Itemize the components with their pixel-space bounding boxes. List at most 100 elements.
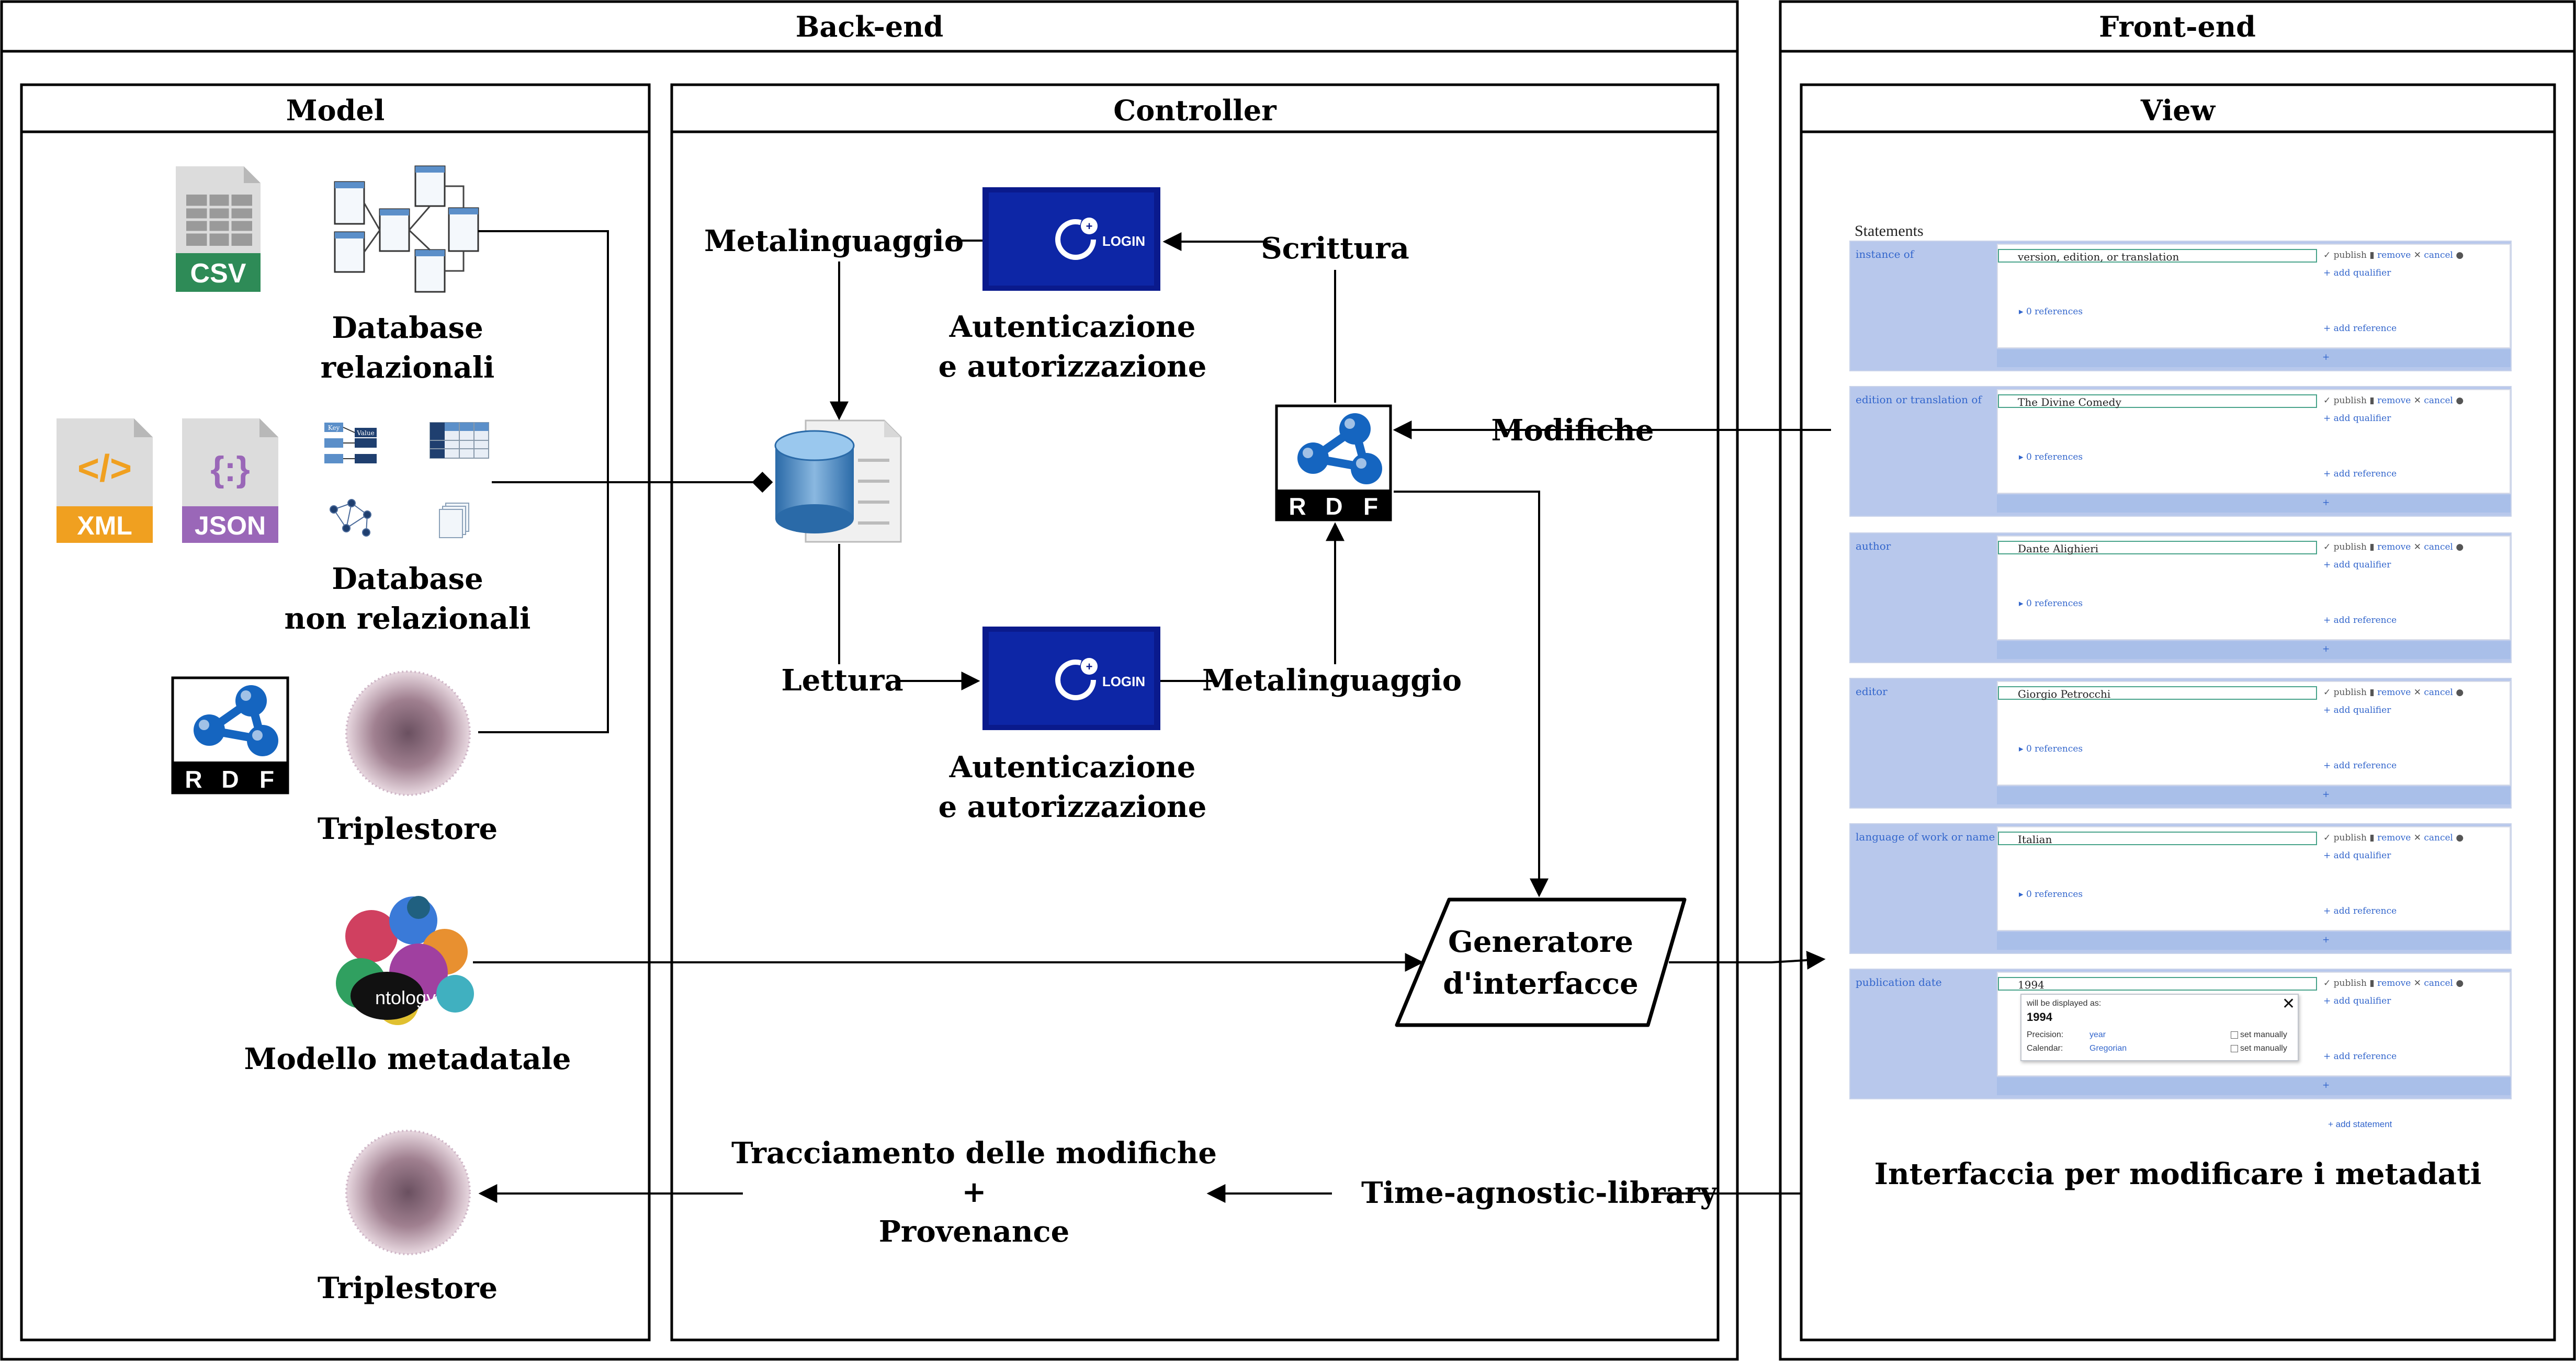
- add-value-bar[interactable]: + add value: [1997, 787, 2511, 804]
- svg-text:D: D: [1325, 493, 1342, 520]
- popup-precision-value[interactable]: year: [2089, 1030, 2106, 1039]
- statement-value-input[interactable]: version, edition, or translation: [1998, 249, 2317, 263]
- trash-icon: ▮: [2369, 395, 2375, 406]
- publish-button[interactable]: publish: [2333, 250, 2367, 260]
- add-reference-link[interactable]: + add reference: [2323, 323, 2397, 334]
- svg-text:+: +: [1086, 220, 1093, 233]
- close-icon[interactable]: ✕: [2282, 995, 2296, 1013]
- frontend-title: Front-end: [2099, 10, 2256, 43]
- references-toggle[interactable]: ▸ 0 references: [2019, 598, 2083, 609]
- relational-db-label-1: Database: [332, 311, 483, 345]
- statement-property[interactable]: author: [1856, 540, 1891, 552]
- help-icon[interactable]: ●: [2456, 250, 2464, 260]
- triplestore-label-2: Triplestore: [318, 1271, 498, 1305]
- add-value-bar[interactable]: + add value: [1997, 495, 2511, 513]
- login-text-top: LOGIN: [1102, 233, 1145, 249]
- rdf-letter-f: F: [259, 766, 274, 793]
- add-reference-link[interactable]: + add reference: [2323, 1051, 2397, 1062]
- help-icon[interactable]: ●: [2456, 687, 2464, 698]
- references-toggle[interactable]: ▸ 0 references: [2019, 744, 2083, 754]
- check-icon: ✓: [2323, 687, 2331, 698]
- nonrelational-db-label-1: Database: [332, 562, 483, 596]
- add-qualifier-link[interactable]: + add qualifier: [2323, 413, 2391, 424]
- add-reference-link[interactable]: + add reference: [2323, 615, 2397, 626]
- csv-file-icon: CSV: [176, 166, 261, 292]
- add-reference-link[interactable]: + add reference: [2323, 760, 2397, 771]
- publish-button[interactable]: publish: [2333, 978, 2367, 988]
- statements-title: Statements: [1855, 222, 1924, 240]
- cancel-button[interactable]: cancel: [2424, 250, 2453, 260]
- cancel-button[interactable]: cancel: [2424, 542, 2453, 552]
- statement-property[interactable]: instance of: [1856, 248, 1914, 260]
- add-qualifier-link[interactable]: + add qualifier: [2323, 850, 2391, 861]
- references-toggle[interactable]: ▸ 0 references: [2019, 889, 2083, 900]
- cancel-button[interactable]: cancel: [2424, 978, 2453, 988]
- statement-property[interactable]: edition or translation of: [1856, 393, 1982, 406]
- trash-icon: ▮: [2369, 542, 2375, 552]
- popup-set-manually-2[interactable]: set manually: [2231, 1044, 2287, 1053]
- add-statement-link[interactable]: + add statement: [2328, 1119, 2392, 1129]
- add-value-bar[interactable]: + add value: [1997, 641, 2511, 659]
- svg-text:F: F: [1363, 493, 1378, 520]
- trash-icon: ▮: [2369, 978, 2375, 988]
- add-qualifier-link[interactable]: + add qualifier: [2323, 268, 2391, 278]
- add-reference-link[interactable]: + add reference: [2323, 469, 2397, 479]
- publish-button[interactable]: publish: [2333, 687, 2367, 698]
- popup-calendar-value[interactable]: Gregorian: [2089, 1044, 2127, 1053]
- model-panel: Model: [20, 83, 651, 1342]
- rdf-logo-controller-icon: R D F: [1275, 404, 1392, 521]
- help-icon[interactable]: ●: [2456, 833, 2464, 843]
- remove-button[interactable]: remove: [2377, 978, 2411, 988]
- key-value-store-icon: Key Value: [324, 423, 377, 463]
- remove-button[interactable]: remove: [2377, 833, 2411, 843]
- json-label: JSON: [195, 511, 266, 540]
- add-qualifier-link[interactable]: + add qualifier: [2323, 560, 2391, 570]
- check-icon: ✓: [2323, 833, 2331, 843]
- statement-value-input[interactable]: 1994: [1998, 977, 2317, 991]
- publish-button[interactable]: publish: [2333, 542, 2367, 552]
- cancel-button[interactable]: cancel: [2424, 833, 2453, 843]
- statement-property[interactable]: editor: [1856, 685, 1888, 698]
- statement-value-input[interactable]: Dante Alighieri: [1998, 541, 2317, 555]
- statement-value-input[interactable]: The Divine Comedy: [1998, 394, 2317, 408]
- publish-button[interactable]: publish: [2333, 833, 2367, 843]
- add-qualifier-link[interactable]: + add qualifier: [2323, 705, 2391, 715]
- references-toggle[interactable]: ▸ 0 references: [2019, 306, 2083, 317]
- trash-icon: ▮: [2369, 833, 2375, 843]
- auth-top-label-2: e autorizzazione: [939, 349, 1207, 384]
- add-qualifier-link[interactable]: + add qualifier: [2323, 996, 2391, 1006]
- remove-button[interactable]: remove: [2377, 395, 2411, 406]
- key-label: Key: [328, 424, 340, 431]
- help-icon[interactable]: ●: [2456, 542, 2464, 552]
- references-toggle[interactable]: ▸ 0 references: [2019, 452, 2083, 462]
- remove-button[interactable]: remove: [2377, 542, 2411, 552]
- add-value-bar[interactable]: + add value: [1997, 932, 2511, 950]
- add-value-bar[interactable]: + add value: [1997, 349, 2511, 367]
- cancel-button[interactable]: cancel: [2424, 687, 2453, 698]
- tracking-label-1: Tracciamento delle modifiche: [731, 1136, 1217, 1170]
- view-title: View: [2140, 94, 2216, 127]
- statement-property[interactable]: publication date: [1856, 976, 1942, 988]
- close-icon: ✕: [2413, 395, 2421, 406]
- tracking-label-2: +: [962, 1175, 987, 1209]
- remove-button[interactable]: remove: [2377, 687, 2411, 698]
- popup-set-manually-1[interactable]: set manually: [2231, 1030, 2287, 1040]
- remove-button[interactable]: remove: [2377, 250, 2411, 260]
- publish-button[interactable]: publish: [2333, 395, 2367, 406]
- add-value-bar[interactable]: + add value: [1997, 1077, 2511, 1095]
- triplestore-graph-icon: [345, 670, 471, 796]
- statement-value-box: Dante Alighieri✓ publish ▮ remove ✕ canc…: [1997, 536, 2511, 640]
- model-title: Model: [286, 94, 385, 127]
- xml-file-icon: </> XML: [57, 418, 153, 543]
- cancel-button[interactable]: cancel: [2424, 395, 2453, 406]
- add-reference-link[interactable]: + add reference: [2323, 906, 2397, 916]
- help-icon[interactable]: ●: [2456, 395, 2464, 406]
- statement-property[interactable]: language of work or name: [1856, 831, 1995, 843]
- statement-value-input[interactable]: Italian: [1998, 832, 2317, 846]
- statement-value-input[interactable]: Giorgio Petrocchi: [1998, 686, 2317, 700]
- popup-calendar-label: Calendar:: [2027, 1044, 2063, 1053]
- help-icon[interactable]: ●: [2456, 978, 2464, 988]
- rdf-letter-r: R: [185, 766, 202, 793]
